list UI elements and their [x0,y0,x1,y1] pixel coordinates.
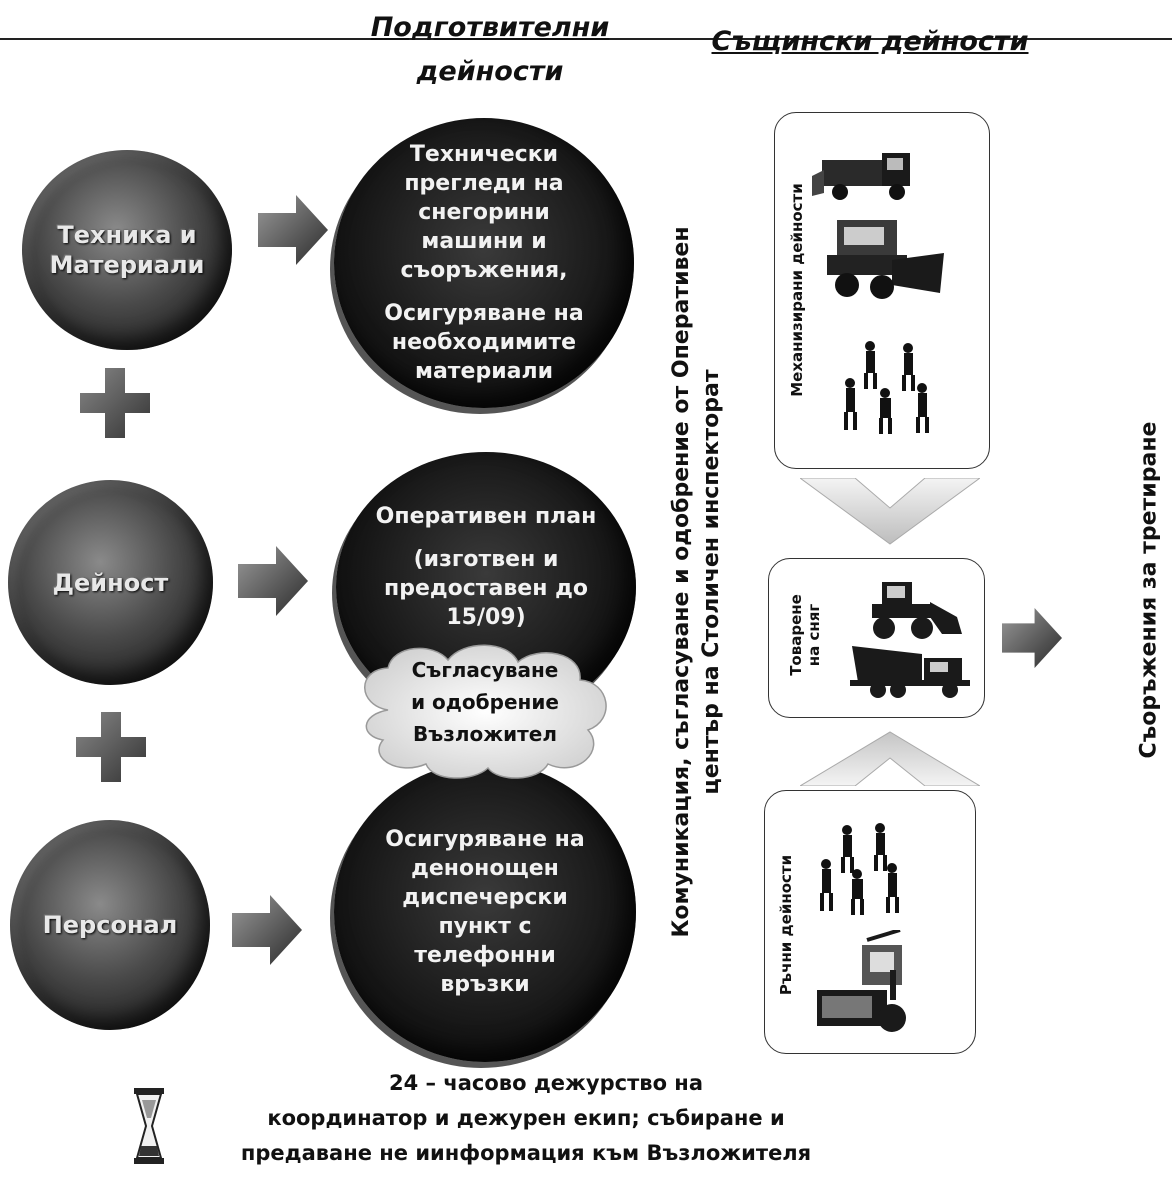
dispatch-line: връзки [440,972,530,997]
right-arrow-icon [232,895,302,965]
circle-equipment-line1: Техника и [57,221,197,249]
snowplow-icon [812,153,910,200]
tech-line: материали [414,359,554,384]
dispatch-line: телефонни [414,943,556,968]
plus-icon [80,368,150,438]
right-arrow-icon [258,195,328,265]
panel-loading-line1: Товарене [787,594,805,676]
top-rule [0,38,1172,40]
communication-line2: център на Столичен инспекторат [699,369,724,795]
dispatch-line: Осигуряване на [385,827,585,852]
chevron-down-icon [800,478,980,545]
panel-manual-label: Ръчни дейности [777,854,795,996]
tech-line: Технически [409,142,559,167]
plan-line: 15/09) [446,605,526,630]
communication-line1: Комуникация, съгласуване и одобрение от … [669,226,694,938]
loader-icon [872,582,962,639]
panel-loading-label: Товарене на сняг [787,594,823,676]
plan-line: предоставен до [384,576,588,601]
dispatch-line: диспечерски [402,885,568,910]
communication-text: Комуникация, съгласуване и одобрение от … [667,226,727,937]
snow-blower-icon [817,930,906,1032]
tech-line: Осигуряване на [384,301,584,326]
circle-activity-label: Дейност [52,568,169,597]
tech-line: машини и [421,229,547,254]
footer-text: 24 – часово дежурство на координатор и д… [206,1066,846,1171]
header-preparatory-line1: Подготвителни [370,12,610,43]
header-preparatory: Подготвителни дейности [340,6,640,94]
panel-loading-line2: на сняг [805,603,823,667]
tech-line: снегорини [418,200,550,225]
right-arrow-icon [238,546,308,616]
cloud-line: и одобрение [411,690,559,714]
circle-personnel-label: Персонал [42,911,178,939]
circle-personnel: Персонал [10,820,210,1030]
snowplow-icon [827,220,944,299]
circle-equipment-materials: Техника и Материали [22,150,232,350]
dispatch-line: денонощен [411,856,559,881]
tech-line: необходимите [391,330,577,355]
chevron-up-icon [800,731,980,786]
dispatch-line: пункт с [438,914,532,939]
hourglass-icon [134,1088,164,1164]
dump-truck-icon [850,646,970,698]
header-preparatory-line2: дейности [416,56,564,87]
circle-equipment-line2: Материали [49,251,205,279]
header-actual: Същински дейности [711,26,1029,57]
footer-line3: предаване не иинформация към Възложителя [240,1141,812,1165]
plus-icon [76,712,146,782]
circle-activity: Дейност [8,480,213,685]
plan-line: Оперативен план [375,504,597,529]
worker-icon [820,823,899,915]
cloud-shape [364,644,607,779]
footer-line1: 24 – часово дежурство на [389,1071,703,1095]
cloud-line: Възложител [412,722,557,746]
worker-icon [844,341,929,434]
cloud-text: Съгласуване и одобрение Възложител [375,654,595,750]
tech-line: съоръжения, [400,258,568,283]
footer-line2: координатор и дежурен екип; събиране и [267,1106,785,1130]
circle-technical-inspections: Технически прегледи на снегорини машини … [334,118,634,408]
tech-line: прегледи на [404,171,564,196]
right-arrow-icon [1002,608,1062,668]
result-text: Съоръжения за третиране [1136,421,1162,759]
plan-line: (изготвен и [413,547,559,572]
circle-dispatch-point: Осигуряване на денонощен диспечерски пун… [334,762,636,1062]
cloud-line: Съгласуване [411,658,559,682]
panel-mechanized-label: Механизирани дейности [788,183,806,397]
